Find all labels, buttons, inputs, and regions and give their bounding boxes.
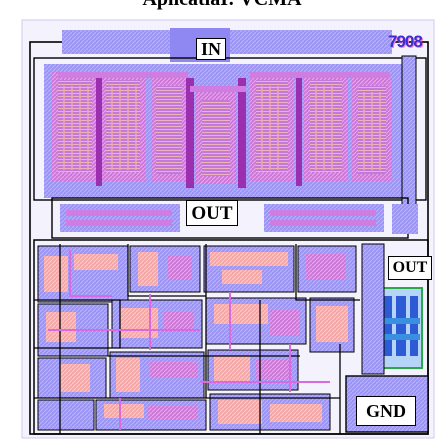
cell-column-group-2 bbox=[152, 78, 194, 188]
cell-column-group-1 bbox=[52, 72, 146, 186]
page-title: AplicatiaI: VCMA bbox=[0, 0, 444, 11]
out-right-block bbox=[392, 204, 418, 234]
pin-label-in[interactable]: IN bbox=[196, 38, 226, 60]
gate-fingers bbox=[63, 86, 381, 170]
out-bus-left bbox=[60, 204, 180, 232]
cell-column-group-3 bbox=[196, 78, 246, 188]
pin-label-out-right[interactable]: OUT bbox=[388, 256, 432, 280]
pin-label-out-center[interactable]: OUT bbox=[186, 200, 238, 226]
routing-wires bbox=[34, 244, 360, 434]
chip-id-label: 7908 bbox=[388, 32, 423, 51]
right-pad-column bbox=[361, 243, 385, 375]
upper-transistor-array bbox=[52, 72, 392, 188]
lower-logic-frame bbox=[33, 239, 429, 435]
pin-label-gnd[interactable]: GND bbox=[356, 396, 416, 426]
lower-logic-blocks bbox=[37, 245, 357, 431]
cell-column-group-4 bbox=[250, 72, 348, 186]
magenta-wires bbox=[48, 250, 330, 430]
out-bus-right bbox=[264, 204, 384, 232]
right-rail bbox=[401, 55, 417, 207]
